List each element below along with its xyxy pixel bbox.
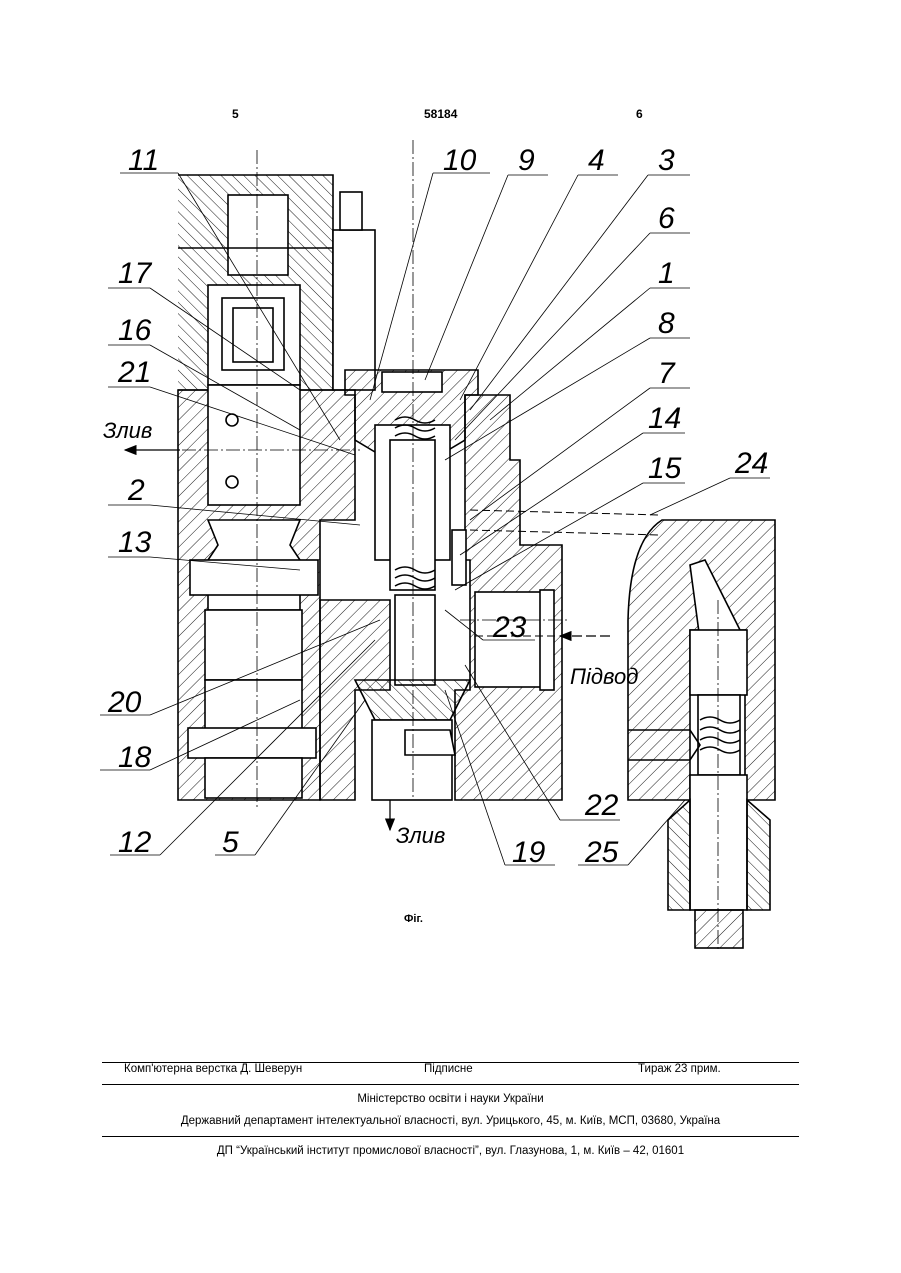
callout-3: 3: [658, 144, 675, 177]
callout-25: 25: [584, 836, 619, 869]
callout-6: 6: [658, 202, 675, 235]
callout-11: 11: [128, 144, 159, 177]
callout-20: 20: [107, 686, 142, 719]
footer-rule-middle: [102, 1084, 799, 1085]
callout-8: 8: [658, 307, 675, 340]
callout-1: 1: [658, 257, 675, 290]
callout-22: 22: [584, 789, 619, 822]
circulation: Тираж 23 прим.: [638, 1063, 721, 1075]
label-drain-bottom: Злив: [396, 823, 445, 848]
callout-23: 23: [492, 611, 527, 644]
figure-caption: Фіг.: [404, 913, 423, 925]
label-drain-top: Злив: [103, 418, 152, 443]
footer-rule-bottom: [102, 1136, 799, 1137]
callout-14: 14: [648, 402, 681, 435]
callout-4: 4: [588, 144, 605, 177]
callout-12: 12: [118, 826, 152, 859]
callout-15: 15: [648, 452, 682, 485]
layout-credit: Комп'ютерна верстка Д. Шеверун: [124, 1063, 302, 1075]
callout-10: 10: [443, 144, 477, 177]
callout-24: 24: [734, 447, 768, 480]
callout-7: 7: [658, 357, 676, 390]
callout-5: 5: [222, 826, 239, 859]
label-supply: Підвод: [570, 664, 638, 689]
callout-17: 17: [118, 257, 153, 290]
callout-19: 19: [512, 836, 546, 869]
ministry: Міністерство освіти і науки України: [102, 1093, 799, 1105]
callout-2: 2: [127, 474, 145, 507]
signed-label: Підписне: [424, 1063, 473, 1075]
callout-18: 18: [118, 741, 152, 774]
callout-9: 9: [518, 144, 535, 177]
institute: ДП “Український інститут промислової вла…: [102, 1145, 799, 1157]
department: Державний департамент інтелектуальної вл…: [102, 1115, 799, 1127]
callout-16: 16: [118, 314, 152, 347]
callout-13: 13: [118, 526, 152, 559]
callout-21: 21: [117, 356, 151, 389]
